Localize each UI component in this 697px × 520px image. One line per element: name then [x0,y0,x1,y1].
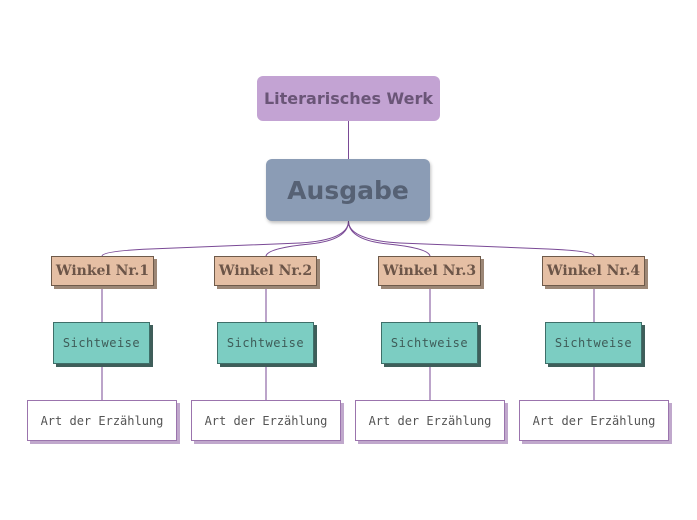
topic-sichtweise-4-label: Sichtweise [554,336,633,350]
topic-literarisches-werk[interactable]: Literarisches Werk [257,76,440,121]
topic-art-4[interactable]: Art der Erzählung [519,400,669,441]
topic-winkel-3[interactable]: Winkel Nr.3 [378,256,481,286]
connector-main-winkel-1 [101,220,349,257]
topic-winkel-1-label: Winkel Nr.1 [55,263,150,279]
topic-winkel-2-label: Winkel Nr.2 [218,263,313,279]
connector-main-winkel-4 [348,220,595,257]
topic-winkel-4[interactable]: Winkel Nr.4 [542,256,645,286]
topic-sichtweise-2-label: Sichtweise [226,336,305,350]
topic-winkel-3-label: Winkel Nr.3 [382,263,477,279]
connector-main-winkel-3 [348,220,431,257]
topic-sichtweise-3[interactable]: Sichtweise [381,322,478,364]
topic-art-3[interactable]: Art der Erzählung [355,400,505,441]
topic-sichtweise-1-label: Sichtweise [62,336,141,350]
topic-art-2[interactable]: Art der Erzählung [191,400,341,441]
topic-ausgabe[interactable]: Ausgabe [266,159,430,221]
topic-art-1-label: Art der Erzählung [40,413,164,428]
topic-art-4-label: Art der Erzählung [532,413,656,428]
topic-sichtweise-3-label: Sichtweise [390,336,469,350]
topic-art-2-label: Art der Erzählung [204,413,328,428]
topic-art-3-label: Art der Erzählung [368,413,492,428]
topic-winkel-1[interactable]: Winkel Nr.1 [51,256,154,286]
topic-literarisches-werk-label: Literarisches Werk [263,89,434,108]
topic-ausgabe-label: Ausgabe [287,175,409,205]
topic-art-1[interactable]: Art der Erzählung [27,400,177,441]
topic-winkel-4-label: Winkel Nr.4 [546,263,641,279]
topic-sichtweise-2[interactable]: Sichtweise [217,322,314,364]
connector-main-winkel-2 [265,220,349,257]
topic-sichtweise-4[interactable]: Sichtweise [545,322,642,364]
topic-sichtweise-1[interactable]: Sichtweise [53,322,150,364]
topic-winkel-2[interactable]: Winkel Nr.2 [214,256,317,286]
